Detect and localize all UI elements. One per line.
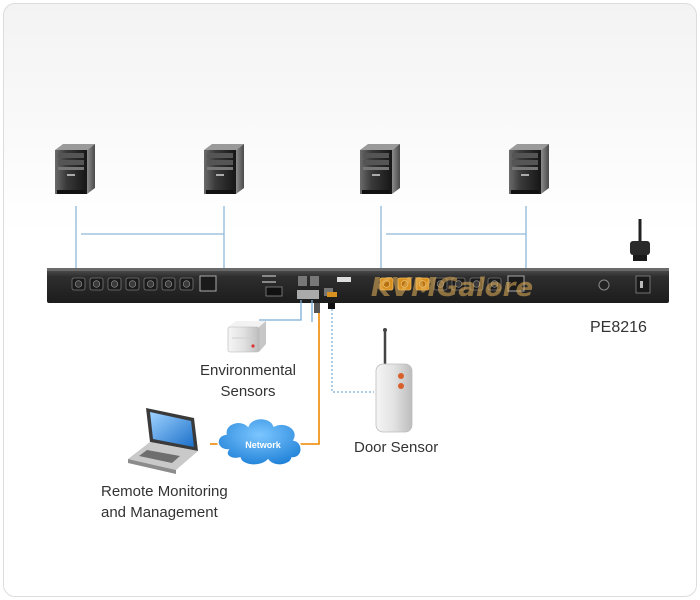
laptop-icon bbox=[128, 408, 198, 474]
server-tower-icon bbox=[360, 144, 400, 194]
environmental-sensors-label: Environmental Sensors bbox=[188, 360, 308, 402]
server-tower-icon bbox=[204, 144, 244, 194]
network-label: Network bbox=[245, 440, 282, 450]
cloud-icon bbox=[217, 417, 302, 466]
pdu-outlet bbox=[89, 277, 104, 291]
server-tower-icon bbox=[55, 144, 95, 194]
door-sensor-label: Door Sensor bbox=[354, 439, 439, 456]
pdu-outlet bbox=[161, 277, 176, 291]
diagram-canvas: Network KVMGalore bbox=[47, 144, 669, 474]
pdu-c19-outlet bbox=[199, 275, 217, 292]
pdu-outlet bbox=[71, 277, 86, 291]
remote-monitoring-line-2: and Management bbox=[101, 504, 218, 521]
remote-monitoring-line-1: Remote Monitoring bbox=[101, 483, 228, 500]
environment-sensor-icon bbox=[227, 321, 266, 353]
server-tower-icon bbox=[509, 144, 549, 194]
pdu-unit bbox=[47, 268, 669, 303]
power-plug-icon bbox=[630, 219, 650, 261]
door-sensor-icon bbox=[375, 328, 413, 433]
environmental-sensors-line-2: Sensors bbox=[220, 383, 276, 400]
environmental-sensors-line-1: Environmental bbox=[200, 362, 296, 379]
pdu-outlet-bank-right bbox=[379, 275, 525, 292]
remote-monitoring-label: Remote Monitoring and Management bbox=[101, 481, 228, 523]
diagram-frame: Network KVMGalore PE8216 Environmental S… bbox=[3, 3, 697, 597]
pdu-outlet-bank-left bbox=[71, 275, 217, 292]
pdu-control-panel bbox=[262, 275, 351, 299]
pdu-outlet bbox=[179, 277, 194, 291]
sensor-cables bbox=[210, 300, 374, 445]
pdu-outlet bbox=[143, 277, 158, 291]
pdu-outlet bbox=[125, 277, 140, 291]
pdu-c19-outlet bbox=[507, 275, 525, 292]
watermark-logo: KVMGalore bbox=[371, 273, 533, 303]
device-model-label: PE8216 bbox=[590, 319, 647, 336]
pdu-outlet bbox=[107, 277, 122, 291]
power-cords bbox=[75, 206, 527, 269]
